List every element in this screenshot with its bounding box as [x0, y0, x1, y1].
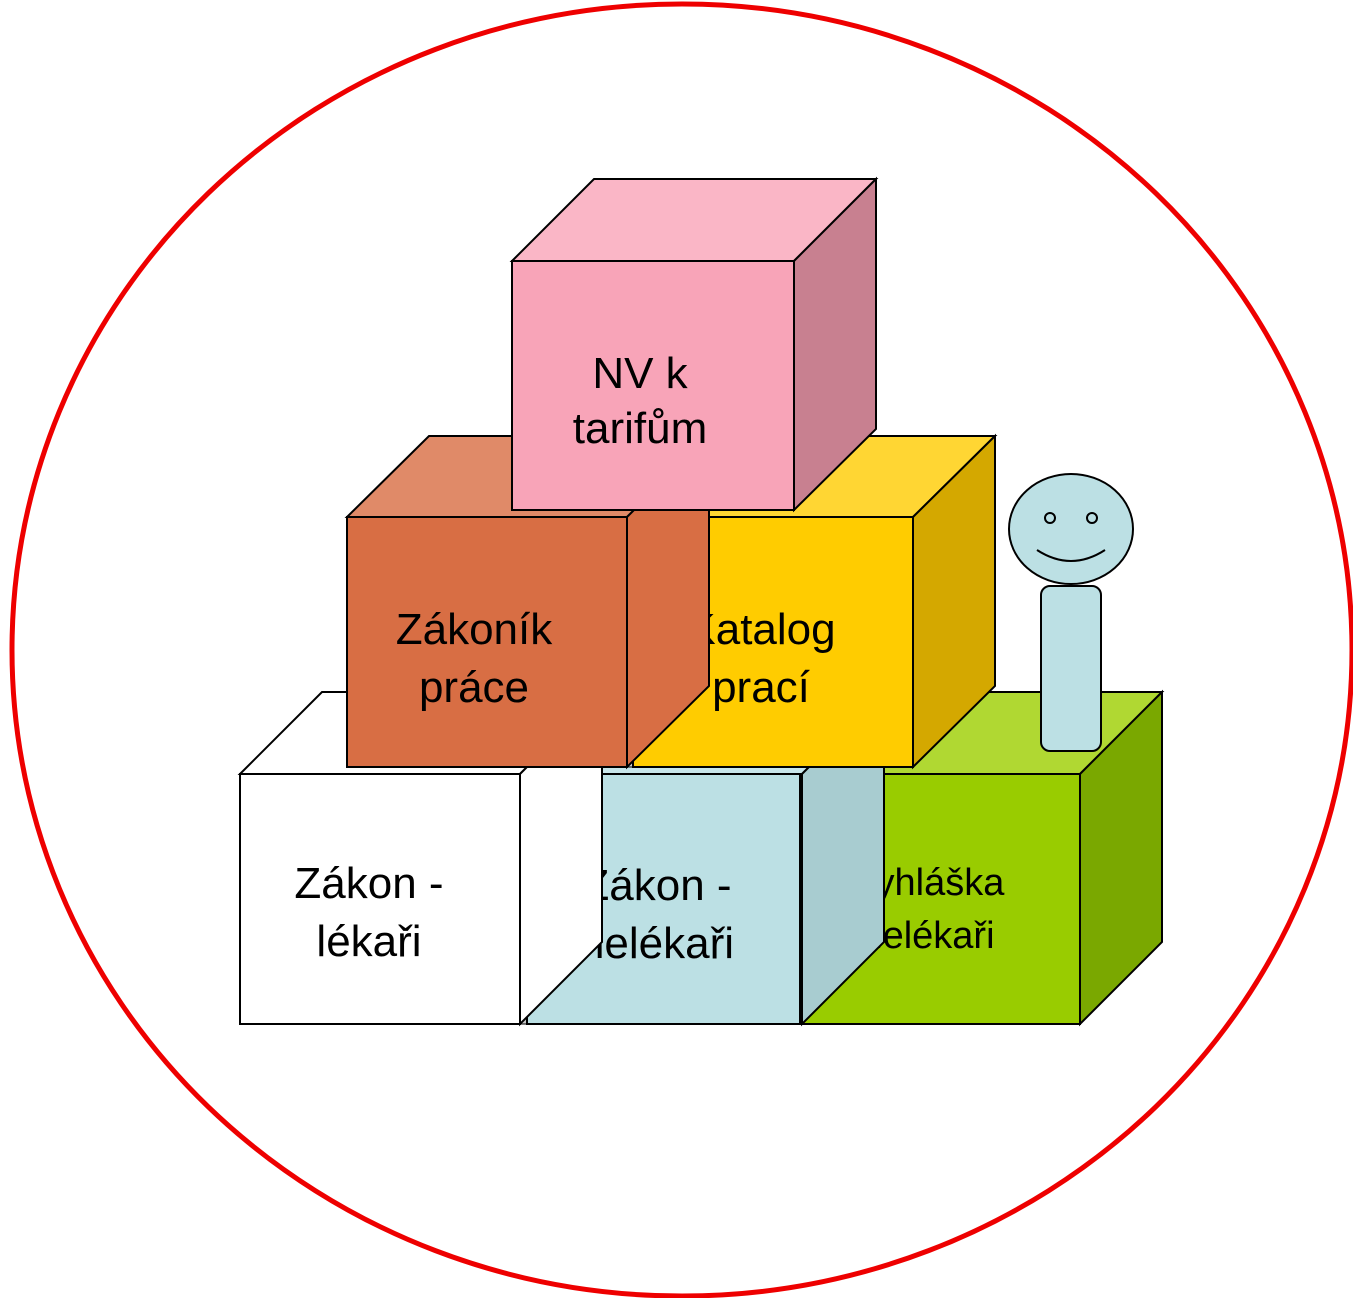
block-label: Zákon -	[294, 859, 443, 908]
circle-frame	[9, 1, 1353, 1298]
block-nv-tarify: NV k tarifům	[509, 176, 879, 513]
figure-left-eye	[1044, 512, 1056, 524]
block-label: Katalog	[686, 605, 835, 654]
block-label: tarifům	[573, 404, 707, 453]
block-label: nelékaři	[580, 919, 734, 968]
block-front-face	[346, 516, 628, 768]
figure-body	[1040, 585, 1102, 752]
block-label: Zákoník	[396, 605, 554, 654]
block-front-face	[511, 260, 795, 511]
figure-smile	[1036, 549, 1106, 562]
figure-head	[1008, 473, 1134, 585]
block-front-face	[239, 773, 521, 1025]
figure-right-eye	[1086, 512, 1098, 524]
smiley-person-icon	[1008, 473, 1134, 752]
block-label: práce	[419, 663, 529, 712]
block-label: NV k	[592, 349, 688, 398]
block-label: Zákon -	[582, 861, 731, 910]
block-label: lékaři	[316, 917, 421, 966]
block-label: prací	[712, 663, 811, 712]
